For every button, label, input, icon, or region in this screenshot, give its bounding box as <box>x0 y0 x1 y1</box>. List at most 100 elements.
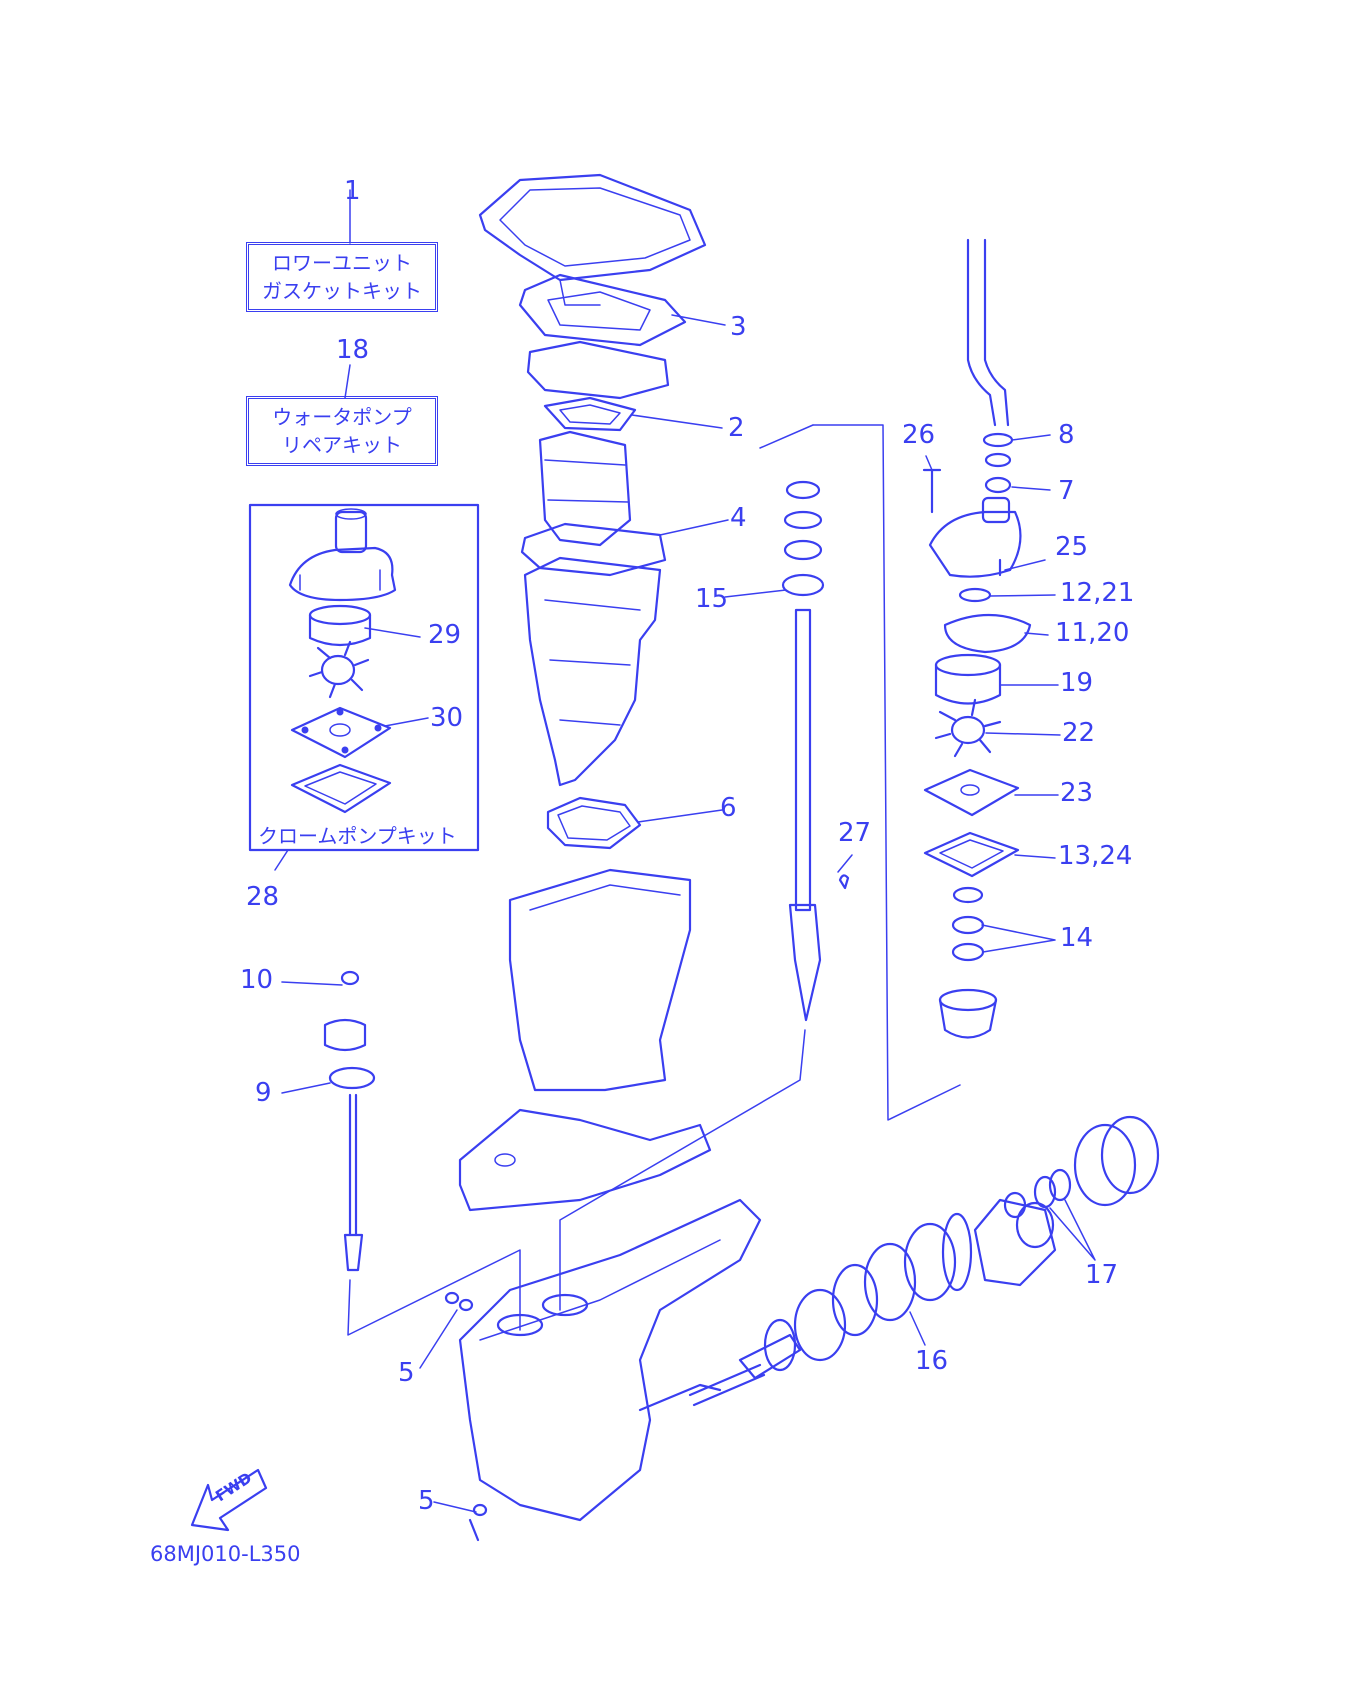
leader-30 <box>384 717 429 727</box>
leader-4 <box>659 519 729 536</box>
kit-28-label: クロームポンプキット <box>258 824 457 848</box>
kit-28-frame <box>248 503 480 852</box>
seals-17 <box>1003 1168 1072 1219</box>
leader-29 <box>364 627 421 638</box>
drive-shaft-housing <box>458 868 712 1212</box>
shift-assembly <box>763 1288 847 1372</box>
pump-housing-kit <box>288 508 397 602</box>
gasket-13-24 <box>923 831 1020 878</box>
upper-casing <box>478 173 707 306</box>
callout-30: 30 <box>430 703 464 733</box>
water-tube <box>966 238 1010 427</box>
bolt-26 <box>922 468 942 514</box>
callout-23: 23 <box>1060 778 1094 808</box>
leader-11-20 <box>1024 632 1049 636</box>
callout-22: 22 <box>1062 718 1096 748</box>
callout-8: 8 <box>1058 420 1075 450</box>
leader-22 <box>985 732 1061 736</box>
gasket-kit <box>290 763 392 814</box>
diagram-code: 68MJ010-L350 <box>150 1542 301 1566</box>
assembly-line-shaft <box>559 1029 806 1311</box>
gasket-6 <box>546 796 642 850</box>
kit-1-line2: ガスケットキット <box>262 279 422 303</box>
assembly-line-shift <box>347 1249 521 1336</box>
kit-1-line1: ロワーユニット <box>272 251 412 275</box>
leader-13-24 <box>1014 854 1056 859</box>
leader-12-21 <box>989 594 1056 597</box>
drain-screw-5a <box>444 1291 474 1312</box>
leader-28 <box>274 849 289 871</box>
callout-17: 17 <box>1085 1260 1119 1290</box>
o-ring-12-21 <box>958 587 992 603</box>
leader-2 <box>631 414 723 429</box>
impeller-kit <box>308 640 370 699</box>
muffler <box>538 430 632 547</box>
callout-2: 2 <box>728 413 745 443</box>
callout-3: 3 <box>730 312 747 342</box>
propeller-shaft <box>688 1333 802 1407</box>
callout-27: 27 <box>838 818 872 848</box>
leader-15 <box>724 589 787 598</box>
outer-plate-30 <box>290 706 392 759</box>
leader-25 <box>1004 559 1046 571</box>
lower-case <box>458 1198 762 1522</box>
exhaust-guide <box>526 340 670 400</box>
callout-7: 7 <box>1058 476 1075 506</box>
grommets-7-8 <box>982 432 1014 494</box>
impeller-22 <box>934 698 1002 758</box>
assembly-line-top <box>759 424 814 449</box>
insert-cartridge-29 <box>308 604 372 647</box>
callout-13-24: 13,24 <box>1058 841 1133 871</box>
leader-7 <box>1011 486 1051 491</box>
shift-rod-assembly <box>323 970 376 1272</box>
leader-14 <box>981 924 1056 953</box>
gasket-3 <box>518 273 687 347</box>
drive-shaft <box>781 480 825 1022</box>
oil-seals-14 <box>951 886 985 962</box>
callout-9: 9 <box>255 1078 272 1108</box>
leader-6 <box>637 809 723 823</box>
leader-18 <box>344 364 351 399</box>
leader-5a <box>419 1309 458 1369</box>
insert-cartridge-19 <box>934 653 1002 705</box>
callout-11-20: 11,20 <box>1055 618 1130 648</box>
callout-12-21: 12,21 <box>1060 578 1135 608</box>
leader-17 <box>1049 1199 1096 1261</box>
leader-16 <box>909 1311 926 1346</box>
leader-9 <box>281 1082 331 1094</box>
key-27 <box>838 874 850 890</box>
seal-11-20 <box>943 613 1032 654</box>
bearing-housing <box>973 1198 1057 1287</box>
drain-screw-5b <box>468 1503 488 1542</box>
bearing-housing-rings <box>831 1222 957 1337</box>
o-ring-16 <box>941 1212 973 1292</box>
leader-3 <box>671 314 726 326</box>
fwd-arrow-icon <box>190 1468 268 1532</box>
callout-18: 18 <box>336 335 370 365</box>
callout-16: 16 <box>915 1346 949 1376</box>
callout-19: 19 <box>1060 668 1094 698</box>
kit-box-water-pump-repair: ウォータポンプ リペアキット <box>246 396 438 466</box>
pump-housing <box>928 496 1022 578</box>
oil-seal-housing <box>938 988 998 1039</box>
callout-14: 14 <box>1060 923 1094 953</box>
callout-25: 25 <box>1055 532 1089 562</box>
upper-case <box>523 556 662 787</box>
callout-10: 10 <box>240 965 274 995</box>
callout-1: 1 <box>344 176 361 206</box>
leader-10 <box>281 981 343 986</box>
kit-18-line1: ウォータポンプ <box>272 405 412 429</box>
callout-29: 29 <box>428 620 462 650</box>
outer-plate-23 <box>923 768 1020 817</box>
callout-4: 4 <box>730 503 747 533</box>
gasket-2 <box>543 396 637 432</box>
callout-28: 28 <box>246 882 280 912</box>
callout-5b: 5 <box>418 1486 435 1516</box>
callout-26: 26 <box>902 420 936 450</box>
kit-18-line2: リペアキット <box>282 433 402 457</box>
leader-27 <box>837 854 853 873</box>
leader-5b <box>433 1501 477 1513</box>
leader-8 <box>1011 434 1051 441</box>
callout-15: 15 <box>695 584 729 614</box>
